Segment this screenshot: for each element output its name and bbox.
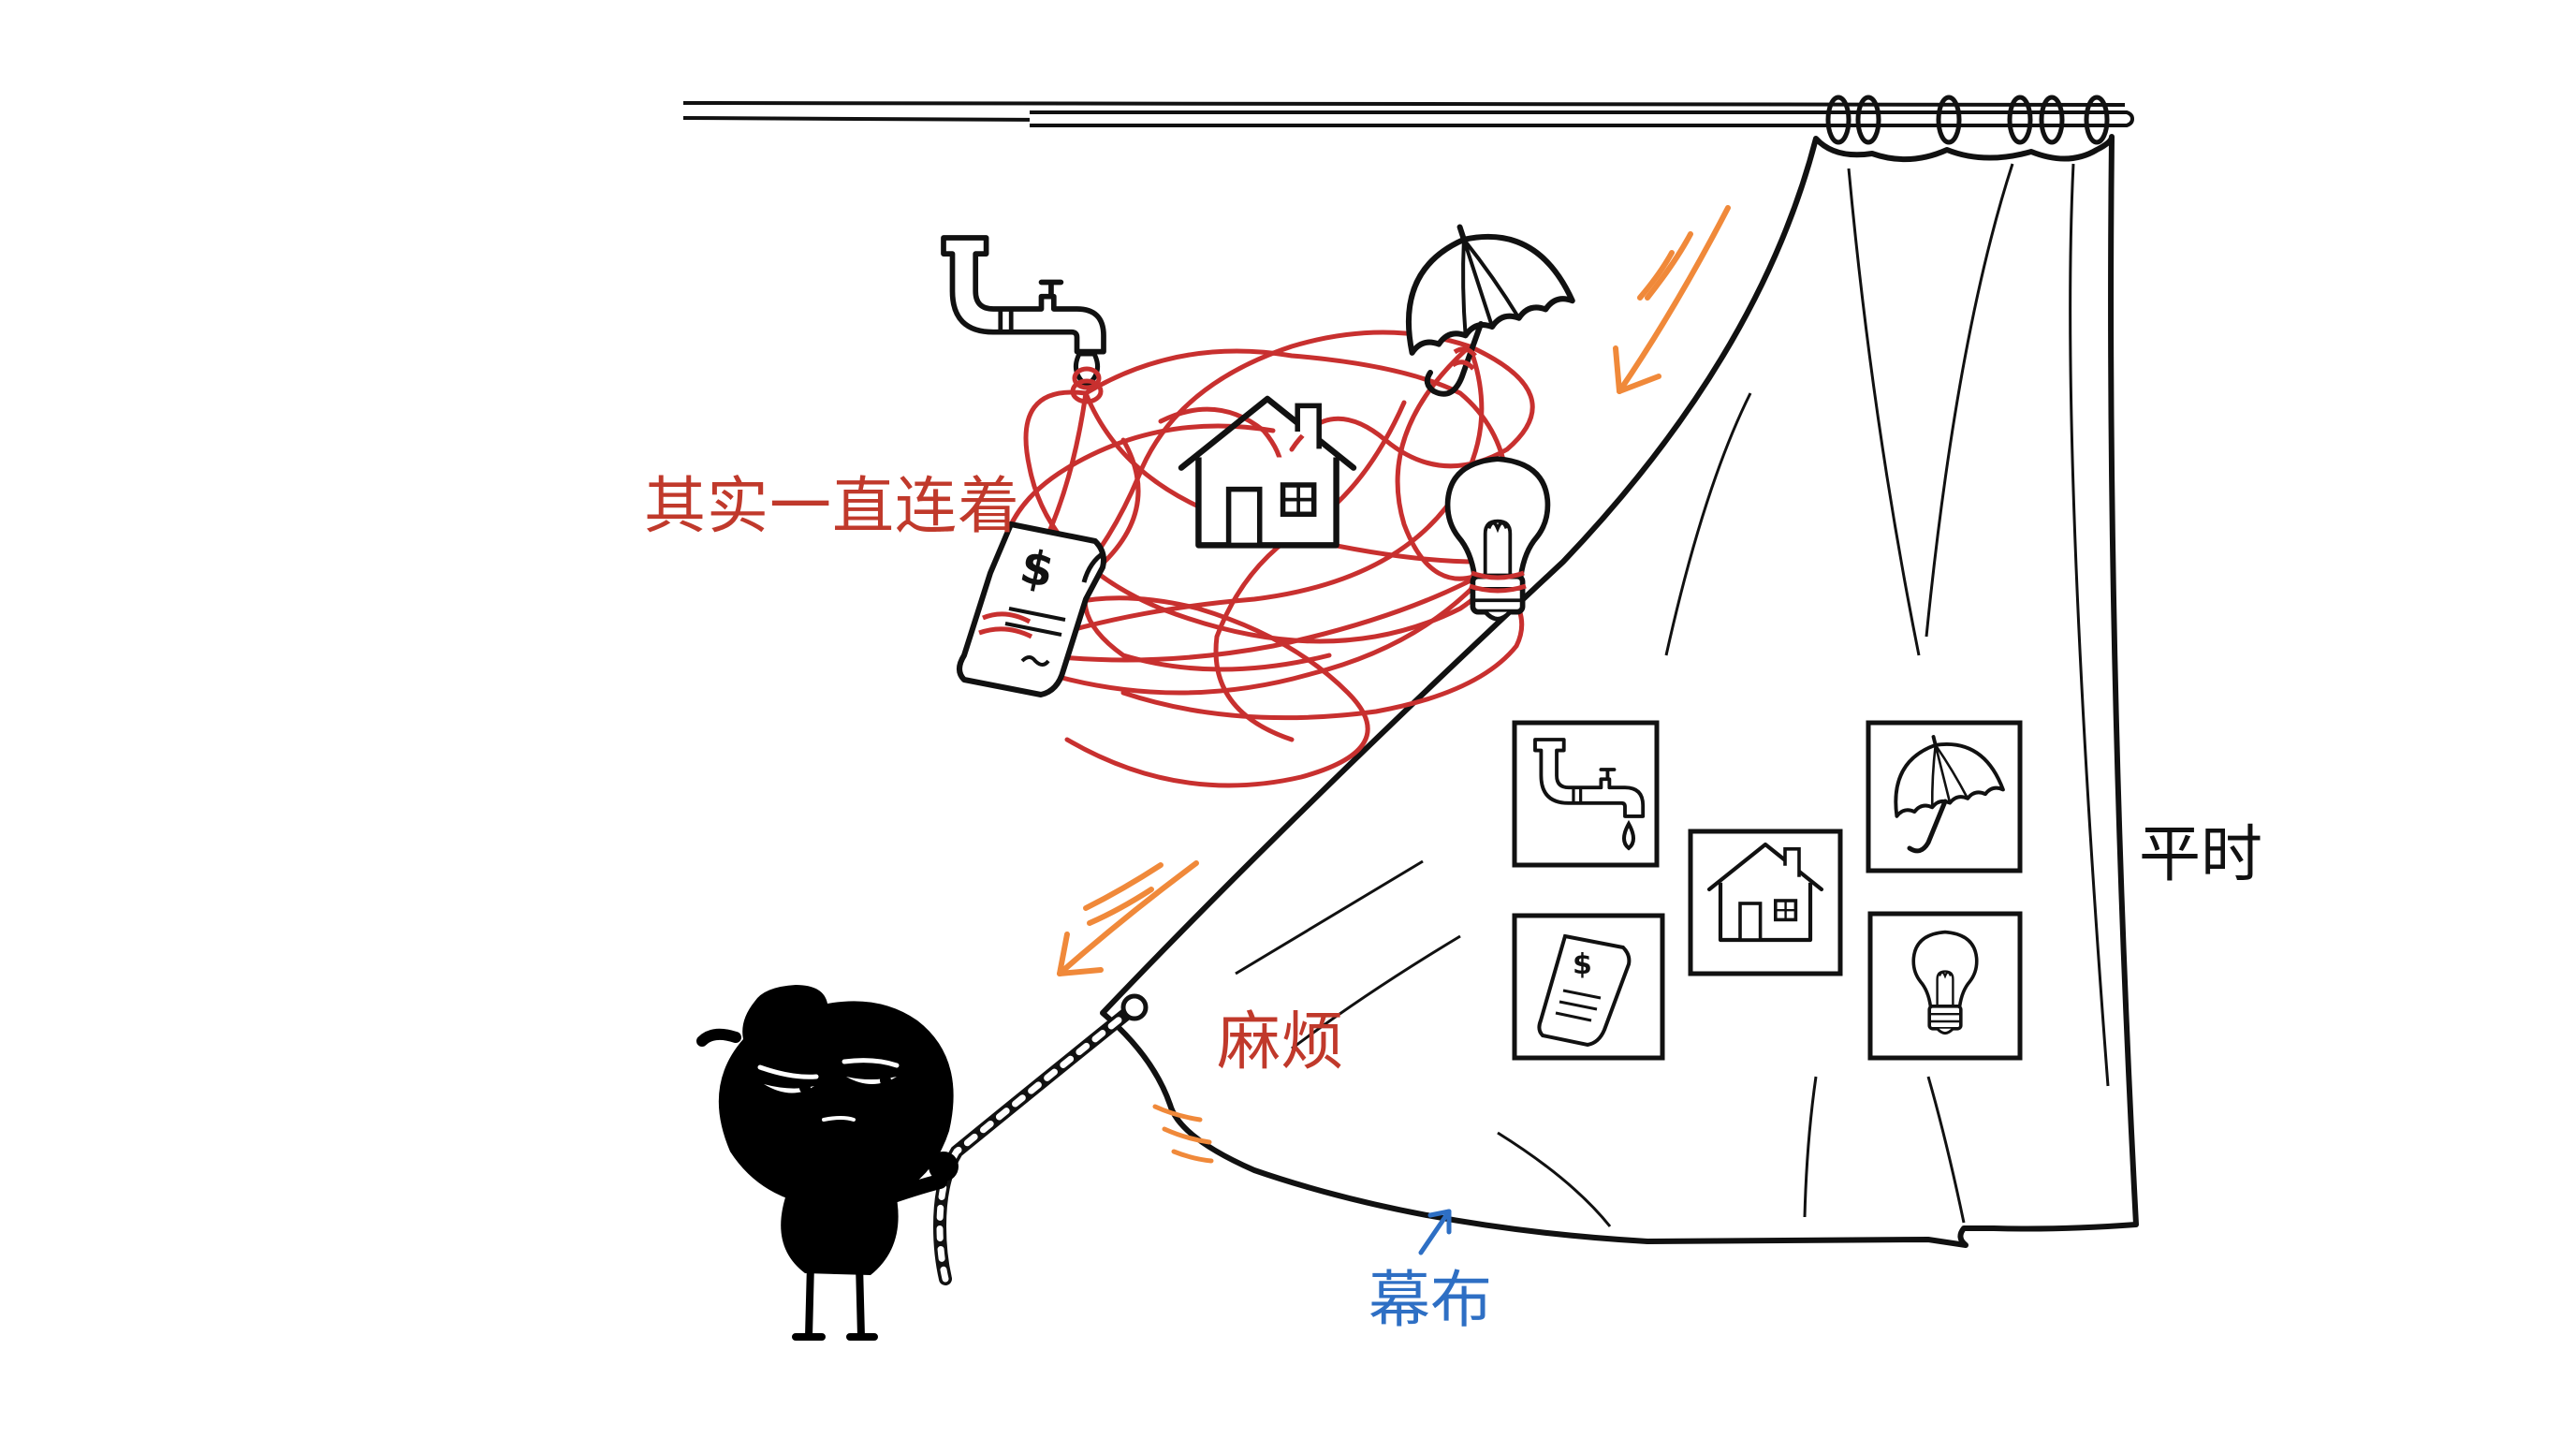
curtain-rod bbox=[682, 101, 2135, 127]
grid-umbrella-icon bbox=[1866, 720, 2023, 873]
label-connected: 其实一直连着 bbox=[644, 470, 1020, 542]
grid-faucet-icon bbox=[1512, 720, 1660, 868]
grid-house-icon bbox=[1688, 829, 1843, 976]
pull-rope bbox=[932, 993, 1149, 1285]
grid-bill-symbol: $ bbox=[1573, 948, 1592, 981]
label-normal: 平时 bbox=[2139, 818, 2262, 890]
lightbulb-icon bbox=[1448, 459, 1548, 619]
grid-bill-icon: $ bbox=[1512, 913, 1665, 1061]
curtain-icon-grid: $ bbox=[1512, 720, 2023, 1061]
umbrella-icon bbox=[1380, 201, 1573, 397]
label-curtain: 幕布 bbox=[1368, 1264, 1492, 1336]
faucet-icon bbox=[944, 238, 1104, 404]
bill-icon: $ bbox=[957, 521, 1106, 697]
motion-marks-trouble bbox=[1152, 1104, 1214, 1164]
label-trouble: 麻烦 bbox=[1217, 1005, 1345, 1079]
motion-arrow-lower bbox=[1057, 860, 1199, 976]
grid-lightbulb-icon bbox=[1867, 911, 2023, 1061]
character bbox=[696, 985, 959, 1341]
curtain-rings bbox=[1825, 95, 2110, 145]
motion-arrow-upper bbox=[1613, 205, 1731, 394]
curtain-pointer-arrow bbox=[1418, 1209, 1452, 1255]
